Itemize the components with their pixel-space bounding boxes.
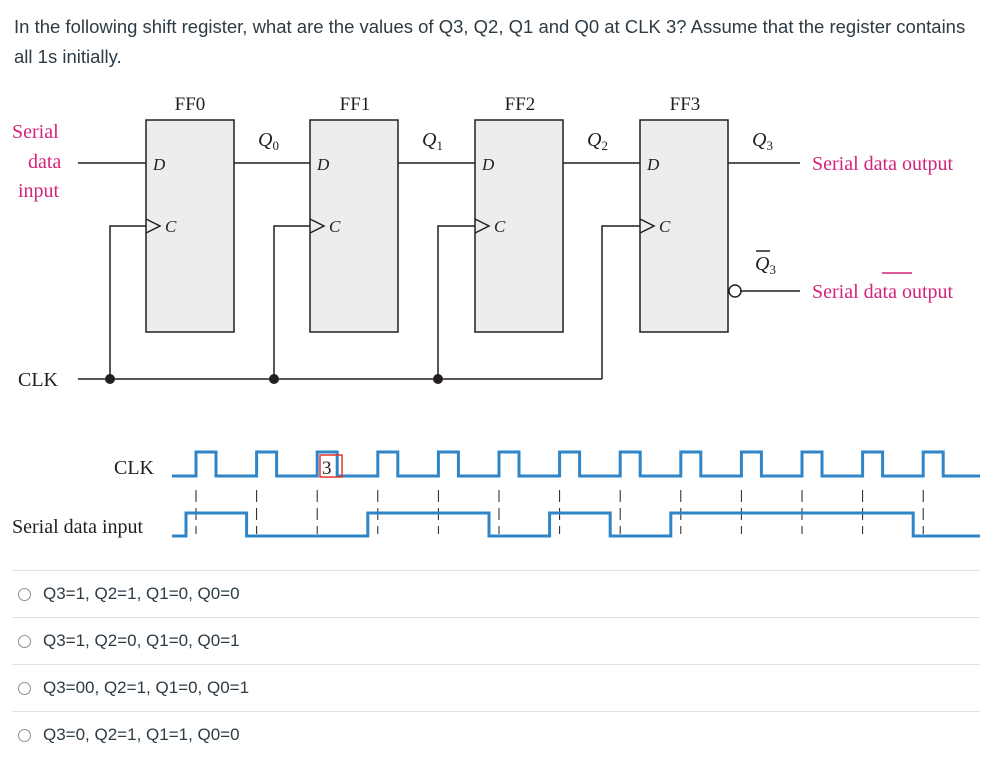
clock-waveform bbox=[172, 450, 980, 478]
serial-data-output-label: Serial data output bbox=[812, 153, 954, 175]
ff1-name: FF1 bbox=[340, 94, 371, 115]
answer-list: Q3=1, Q2=1, Q1=0, Q0=0 Q3=1, Q2=0, Q1=0,… bbox=[12, 570, 980, 758]
ff2-d-pin: D bbox=[481, 155, 495, 174]
serial-input-label-line2: data bbox=[28, 151, 61, 173]
shift-register-diagram: FF0 FF1 FF2 FF3 D D D D C C C C Q0 Q1 Q2… bbox=[12, 94, 980, 538]
answer-option-4[interactable]: Q3=0, Q2=1, Q1=1, Q0=0 bbox=[12, 711, 980, 758]
q1-label: Q1 bbox=[422, 129, 443, 153]
answer-option-1[interactable]: Q3=1, Q2=1, Q1=0, Q0=0 bbox=[12, 570, 980, 617]
radio-button[interactable] bbox=[18, 634, 31, 648]
timing-data-label: Serial data input bbox=[12, 516, 144, 538]
ff0-d-pin: D bbox=[152, 155, 166, 174]
clock-wires bbox=[78, 225, 640, 380]
clk3-marker-box bbox=[319, 454, 343, 478]
clk-junction-1 bbox=[269, 374, 279, 384]
radio-button[interactable] bbox=[18, 728, 31, 742]
ff3-clock-triangle bbox=[639, 218, 656, 234]
answer-label: Q3=1, Q2=1, Q1=0, Q0=0 bbox=[43, 584, 240, 603]
ff1-clock-triangle bbox=[309, 218, 326, 234]
ff0-c-pin: C bbox=[165, 217, 177, 236]
ff2-c-pin: C bbox=[494, 217, 506, 236]
ff0-clock-triangle bbox=[145, 218, 162, 234]
ff2-clock-triangle bbox=[474, 218, 491, 234]
answer-label: Q3=1, Q2=0, Q1=0, Q0=1 bbox=[43, 631, 240, 650]
q3-label: Q3 bbox=[752, 129, 773, 153]
answer-label: Q3=0, Q2=1, Q1=1, Q0=0 bbox=[43, 725, 240, 744]
serial-data-waveform bbox=[172, 511, 980, 538]
answer-option-3[interactable]: Q3=00, Q2=1, Q1=0, Q0=1 bbox=[12, 664, 980, 711]
serial-input-label-line1: Serial bbox=[12, 121, 59, 143]
ff3-name: FF3 bbox=[670, 94, 701, 115]
timing-clk-label: CLK bbox=[114, 457, 155, 479]
ff2-name: FF2 bbox=[505, 94, 536, 115]
radio-button[interactable] bbox=[18, 587, 31, 601]
data-wires bbox=[78, 162, 800, 292]
clk-junction-2 bbox=[433, 374, 443, 384]
answer-option-2[interactable]: Q3=1, Q2=0, Q1=0, Q0=1 bbox=[12, 617, 980, 664]
serial-data-output-bar-label: Serial data output bbox=[812, 281, 954, 303]
ff0-name: FF0 bbox=[175, 94, 206, 115]
radio-button[interactable] bbox=[18, 681, 31, 695]
answer-label: Q3=00, Q2=1, Q1=0, Q0=1 bbox=[43, 678, 250, 697]
ff1-d-pin: D bbox=[316, 155, 330, 174]
q0-label: Q0 bbox=[258, 129, 279, 153]
serial-input-label-line3: input bbox=[18, 180, 60, 202]
clk3-marker: 3 bbox=[322, 458, 332, 479]
ff3-d-pin: D bbox=[646, 155, 660, 174]
clk-junction-0 bbox=[105, 374, 115, 384]
question-text: In the following shift register, what ar… bbox=[14, 16, 966, 67]
ff3-c-pin: C bbox=[659, 217, 671, 236]
ff1-c-pin: C bbox=[329, 217, 341, 236]
q2-label: Q2 bbox=[587, 129, 608, 153]
clk-label: CLK bbox=[18, 369, 59, 391]
q3-bar-bubble bbox=[728, 284, 742, 298]
q3-bar-label: Q3 bbox=[755, 253, 776, 277]
